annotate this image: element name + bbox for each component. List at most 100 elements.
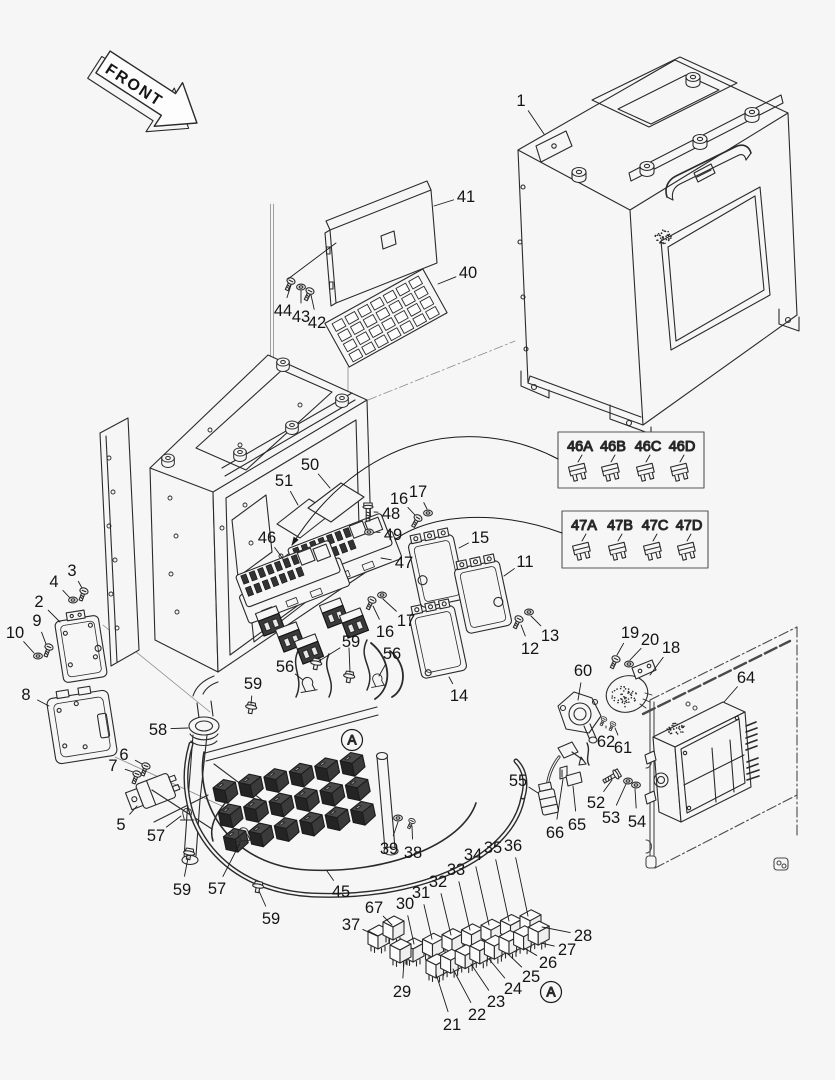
leader-line [724, 687, 737, 702]
bank-relay [339, 750, 366, 778]
leader-line [528, 111, 544, 134]
leader-line [630, 648, 641, 660]
bank-relay [314, 756, 341, 784]
bank-relay [349, 799, 376, 827]
part-label-11: 11 [516, 553, 533, 571]
leader-line [496, 860, 509, 921]
part-label-62: 62 [597, 733, 615, 751]
fuse-label-46A: 46A [567, 439, 593, 455]
part-label-25: 25 [522, 968, 540, 986]
leader-line [327, 871, 334, 880]
leader-line [393, 822, 398, 836]
part-label-15: 15 [471, 529, 489, 547]
part-label-38: 38 [404, 844, 422, 862]
bank-relay [268, 791, 295, 819]
bank-relay [344, 775, 371, 803]
leader-line [615, 728, 618, 735]
leader-line [166, 816, 181, 827]
leader-line [78, 581, 82, 588]
leader-line [63, 590, 70, 598]
leader-line [379, 664, 386, 676]
relay-5 [124, 771, 182, 814]
bank-relay [212, 777, 239, 805]
part-label-42: 42 [308, 314, 326, 332]
part-label-39: 39 [380, 840, 398, 858]
pad-65 [566, 772, 582, 786]
part-label-28: 28 [574, 927, 592, 945]
leader-line [616, 784, 626, 805]
part-label-53: 53 [602, 809, 620, 827]
part-label-23: 23 [487, 993, 505, 1011]
leader-line [459, 543, 468, 548]
leader-line [349, 648, 350, 672]
part-label-64: 64 [737, 669, 755, 687]
leader-line [635, 789, 636, 808]
leader-line [438, 277, 456, 284]
part-label-49: 49 [384, 526, 402, 544]
part-label-45: 45 [332, 883, 350, 901]
part-label-58: 58 [149, 721, 167, 739]
leader-line [259, 891, 266, 906]
leader-line [449, 677, 453, 684]
fuse-label-47B: 47B [607, 518, 633, 534]
part-label-17: 17 [397, 612, 415, 630]
leader-line [504, 569, 514, 576]
leader-line [424, 905, 432, 939]
part-label-65: 65 [568, 816, 586, 834]
controller-2 [53, 608, 107, 683]
fuse-label-47A: 47A [571, 518, 597, 534]
view-marker-a: A [541, 982, 562, 1003]
grommet-58 [189, 717, 219, 746]
leader-line [434, 200, 454, 206]
controller-8 [45, 684, 117, 765]
clamp-56 [369, 673, 385, 688]
part-label-67: 67 [365, 899, 383, 917]
leader-line [311, 295, 314, 309]
relay-bank-a [212, 750, 377, 854]
leader-line [489, 959, 505, 978]
leader-line [507, 953, 522, 967]
part-label-1: 1 [516, 92, 525, 110]
relay-box-14 [407, 598, 467, 679]
part-label-7: 7 [108, 757, 117, 775]
marker-letter: A [546, 985, 555, 1000]
part-label-17: 17 [409, 483, 427, 501]
part-label-55: 55 [509, 772, 527, 790]
bank-relay [263, 766, 290, 794]
leader-line [436, 974, 448, 1012]
part-label-40: 40 [459, 264, 477, 282]
bank-relay [237, 772, 264, 800]
bank-relay [298, 810, 325, 838]
part-label-9: 9 [32, 612, 41, 630]
timer-disc [601, 670, 652, 717]
leader-line [135, 760, 142, 764]
leader-line [408, 507, 415, 515]
part-label-59: 59 [342, 633, 360, 651]
mini-relay [528, 921, 549, 949]
leader-line [125, 769, 133, 772]
part-label-59: 59 [173, 881, 191, 899]
leader-line [42, 632, 46, 644]
bank-relay [293, 785, 320, 813]
part-label-20: 20 [641, 631, 659, 649]
part-label-34: 34 [464, 846, 482, 864]
leader-line [573, 786, 576, 811]
leader-line [441, 894, 451, 935]
part-label-50: 50 [301, 456, 319, 474]
leader-line [476, 867, 489, 925]
part-label-16: 16 [376, 623, 394, 641]
part-label-5: 5 [116, 816, 125, 834]
part-label-44: 44 [274, 302, 292, 320]
relay-box-11 [452, 553, 512, 634]
leader-line [24, 642, 34, 653]
front-direction-arrow: FRONT [81, 38, 212, 152]
part-label-2: 2 [34, 593, 43, 611]
part-label-33: 33 [447, 861, 465, 879]
part-label-19: 19 [621, 624, 639, 642]
part-label-29: 29 [393, 983, 411, 1001]
fuse-label-46B: 46B [600, 439, 626, 455]
part-label-8: 8 [21, 686, 30, 704]
fuse-label-46D: 46D [669, 439, 696, 455]
view-marker-a: A [342, 730, 363, 751]
part-label-56: 56 [276, 658, 294, 676]
